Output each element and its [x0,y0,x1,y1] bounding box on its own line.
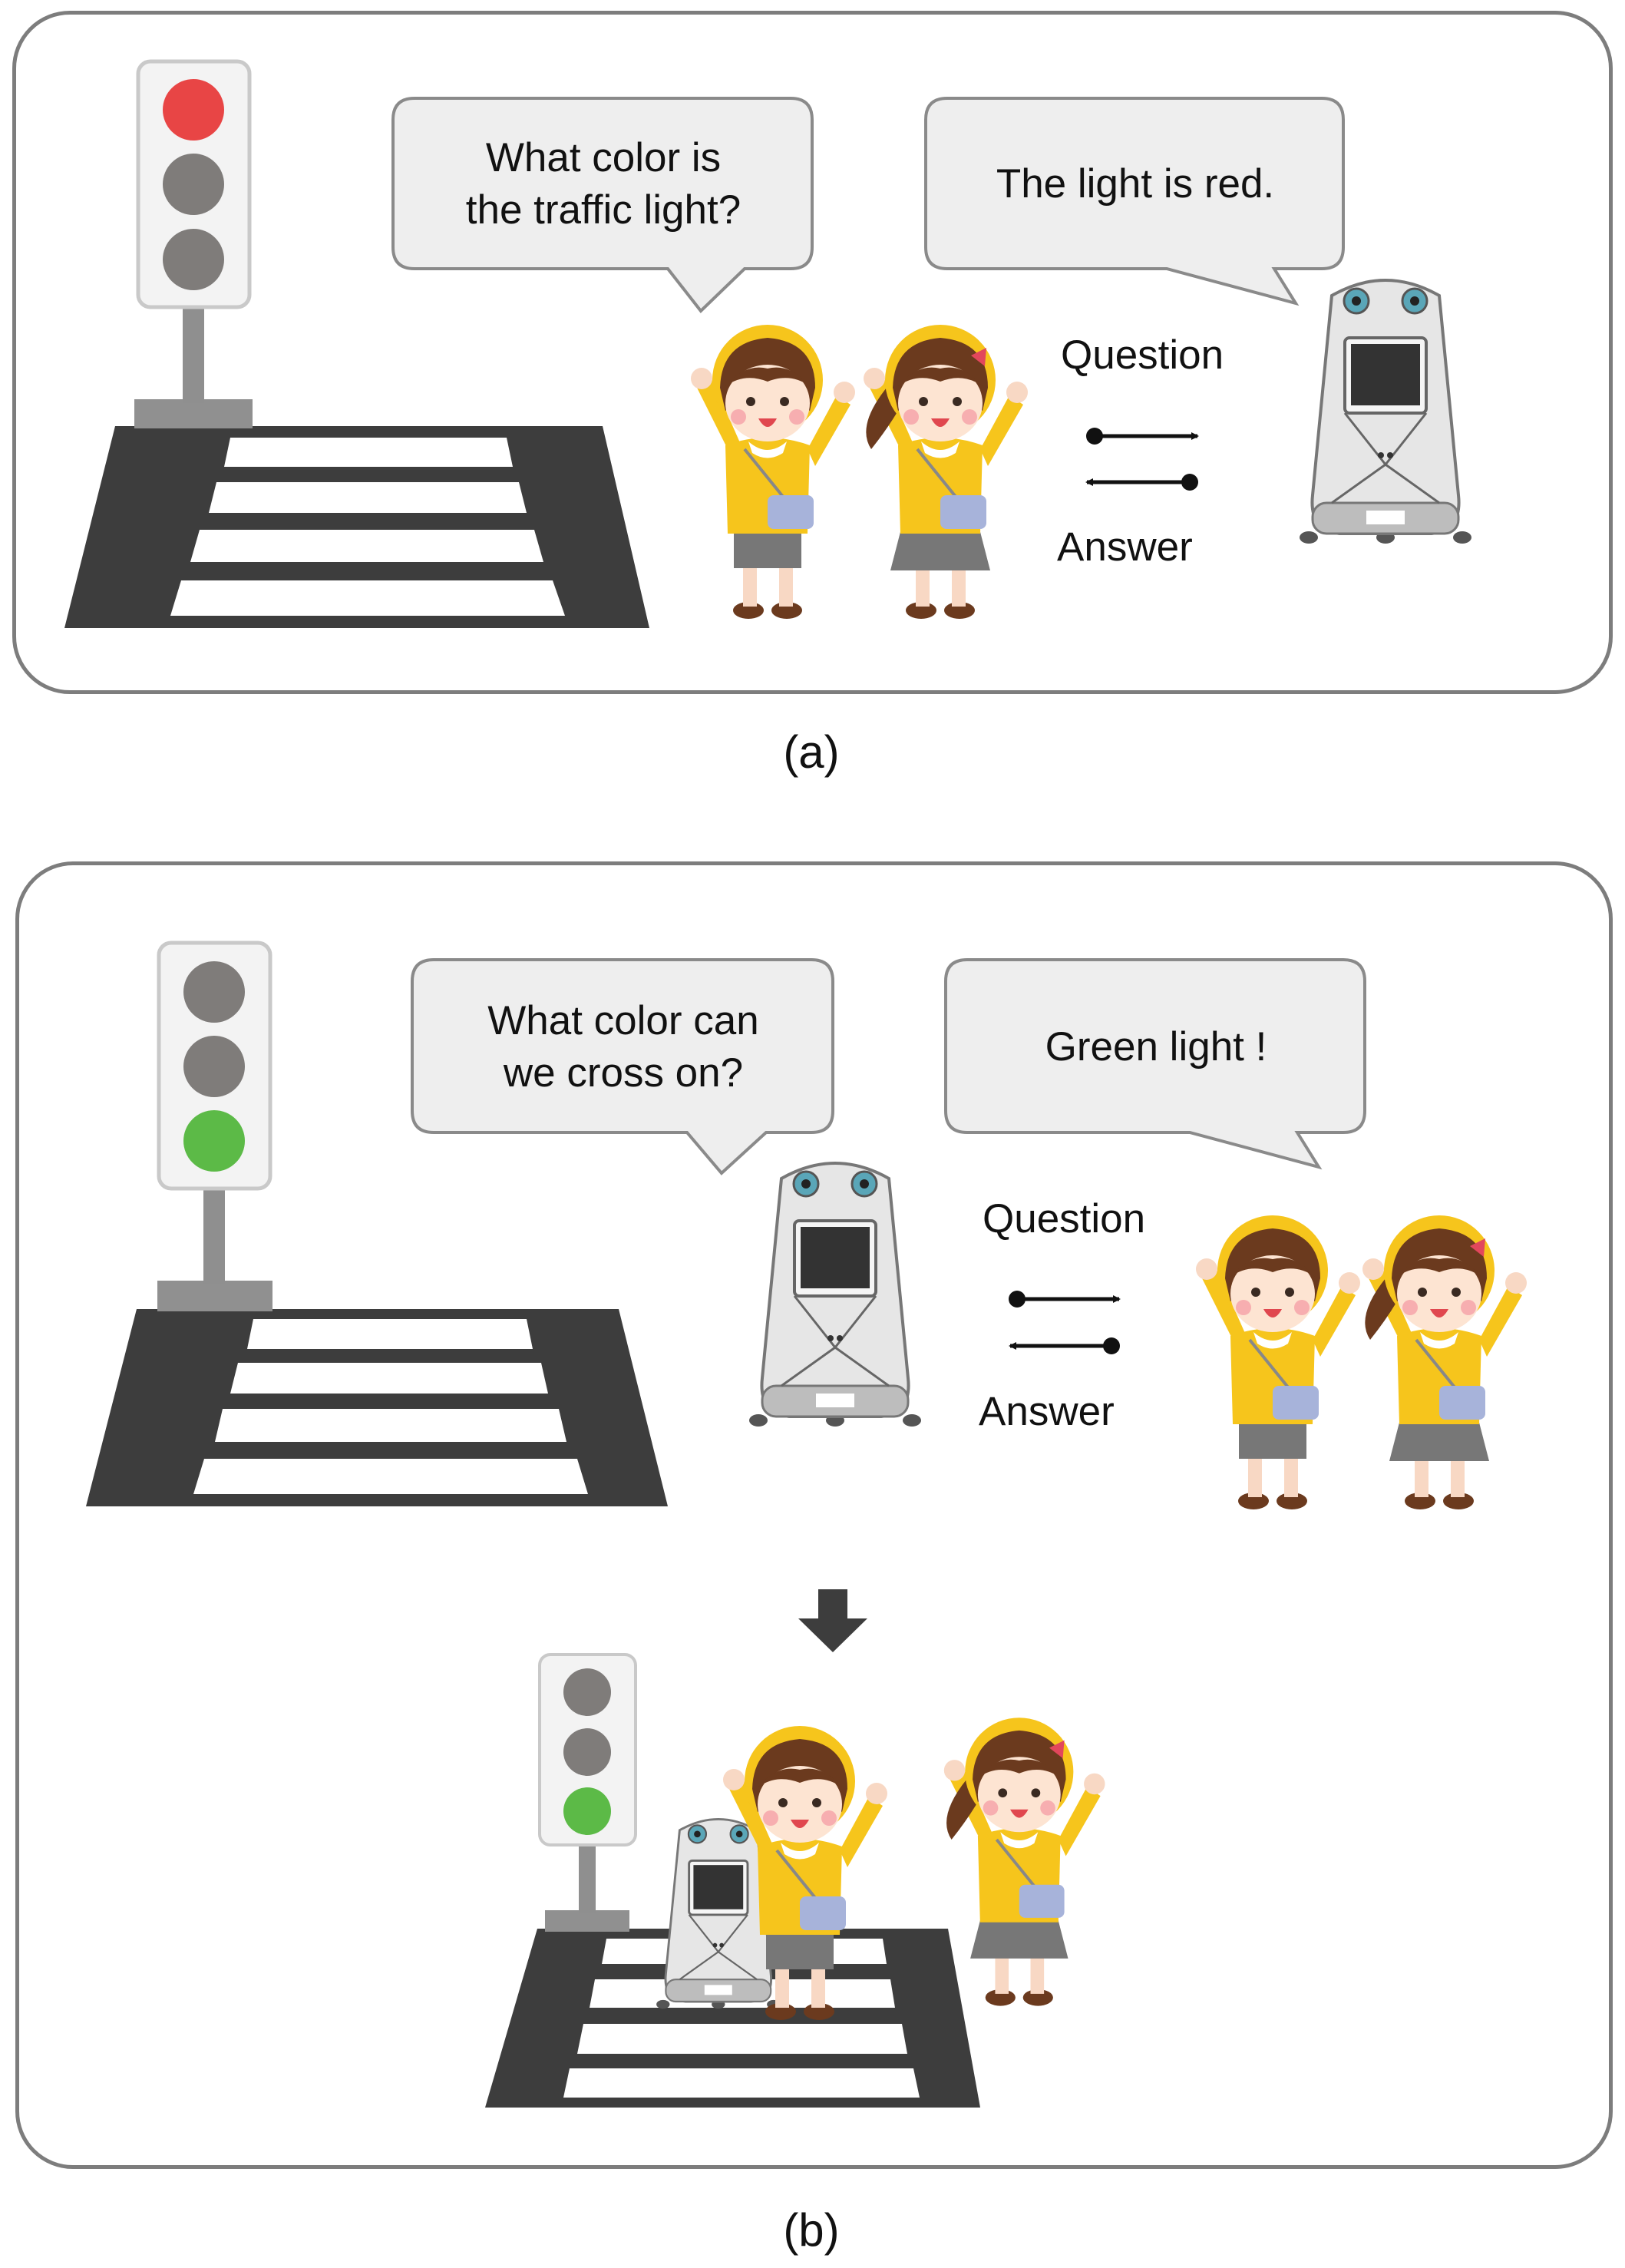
robot-b-bottom [656,1818,781,2009]
child-boy-a [691,325,855,619]
speech-bubble-children-b [944,958,1366,1170]
bubble-line: the traffic light? [465,187,741,233]
child-girl-b-bottom [943,1718,1105,2006]
lamp-yellow [183,1036,245,1097]
lamp-green [563,1787,611,1835]
bubble-line: The light is red. [996,161,1275,207]
child-boy-b-crossing [723,1726,887,2020]
traffic-light-b-bottom [538,1653,637,1932]
lamp-yellow [163,154,224,215]
robot-a [1300,279,1471,544]
bubble-text-children-b: Green light ! [949,963,1363,1131]
panel-a-scene [64,59,1345,628]
crosswalk-a [64,426,649,628]
lamp-red [183,961,245,1023]
child-girl-a [864,325,1028,619]
bubble-line: What color is [485,135,722,180]
caption-b: (b) [783,2204,840,2256]
speech-bubble-children-a [391,97,814,313]
caption-a: (a) [783,726,840,778]
bubble-text-robot-a: The light is red. [929,101,1342,267]
bubble-line: Green light ! [1045,1023,1267,1070]
answer-label-a: Answer [1057,524,1193,570]
lamp-red [163,79,224,141]
speech-bubble-robot-a [924,97,1345,306]
question-label-b: Question [983,1196,1146,1241]
bubble-text-robot-b: What color can we cross on? [415,963,831,1131]
answer-label-b: Answer [979,1389,1115,1434]
lamp-green [163,229,224,290]
bubble-text-children-a: What color is the traffic light? [396,101,811,267]
lamp-yellow [563,1728,611,1776]
traffic-light-b-top [157,941,272,1311]
robot-b-top [749,1162,921,1427]
down-arrow-icon [798,1589,867,1652]
traffic-light-a [134,59,253,428]
crosswalk-b-top [86,1309,668,1506]
speech-bubble-robot-b [411,958,834,1175]
child-boy-b [1196,1215,1360,1509]
child-girl-b [1362,1215,1527,1509]
lamp-red [563,1668,611,1716]
bubble-line: What color can [487,997,759,1043]
lamp-green [183,1110,245,1172]
bubble-line: we cross on? [503,1050,744,1096]
question-label-a: Question [1061,332,1224,378]
